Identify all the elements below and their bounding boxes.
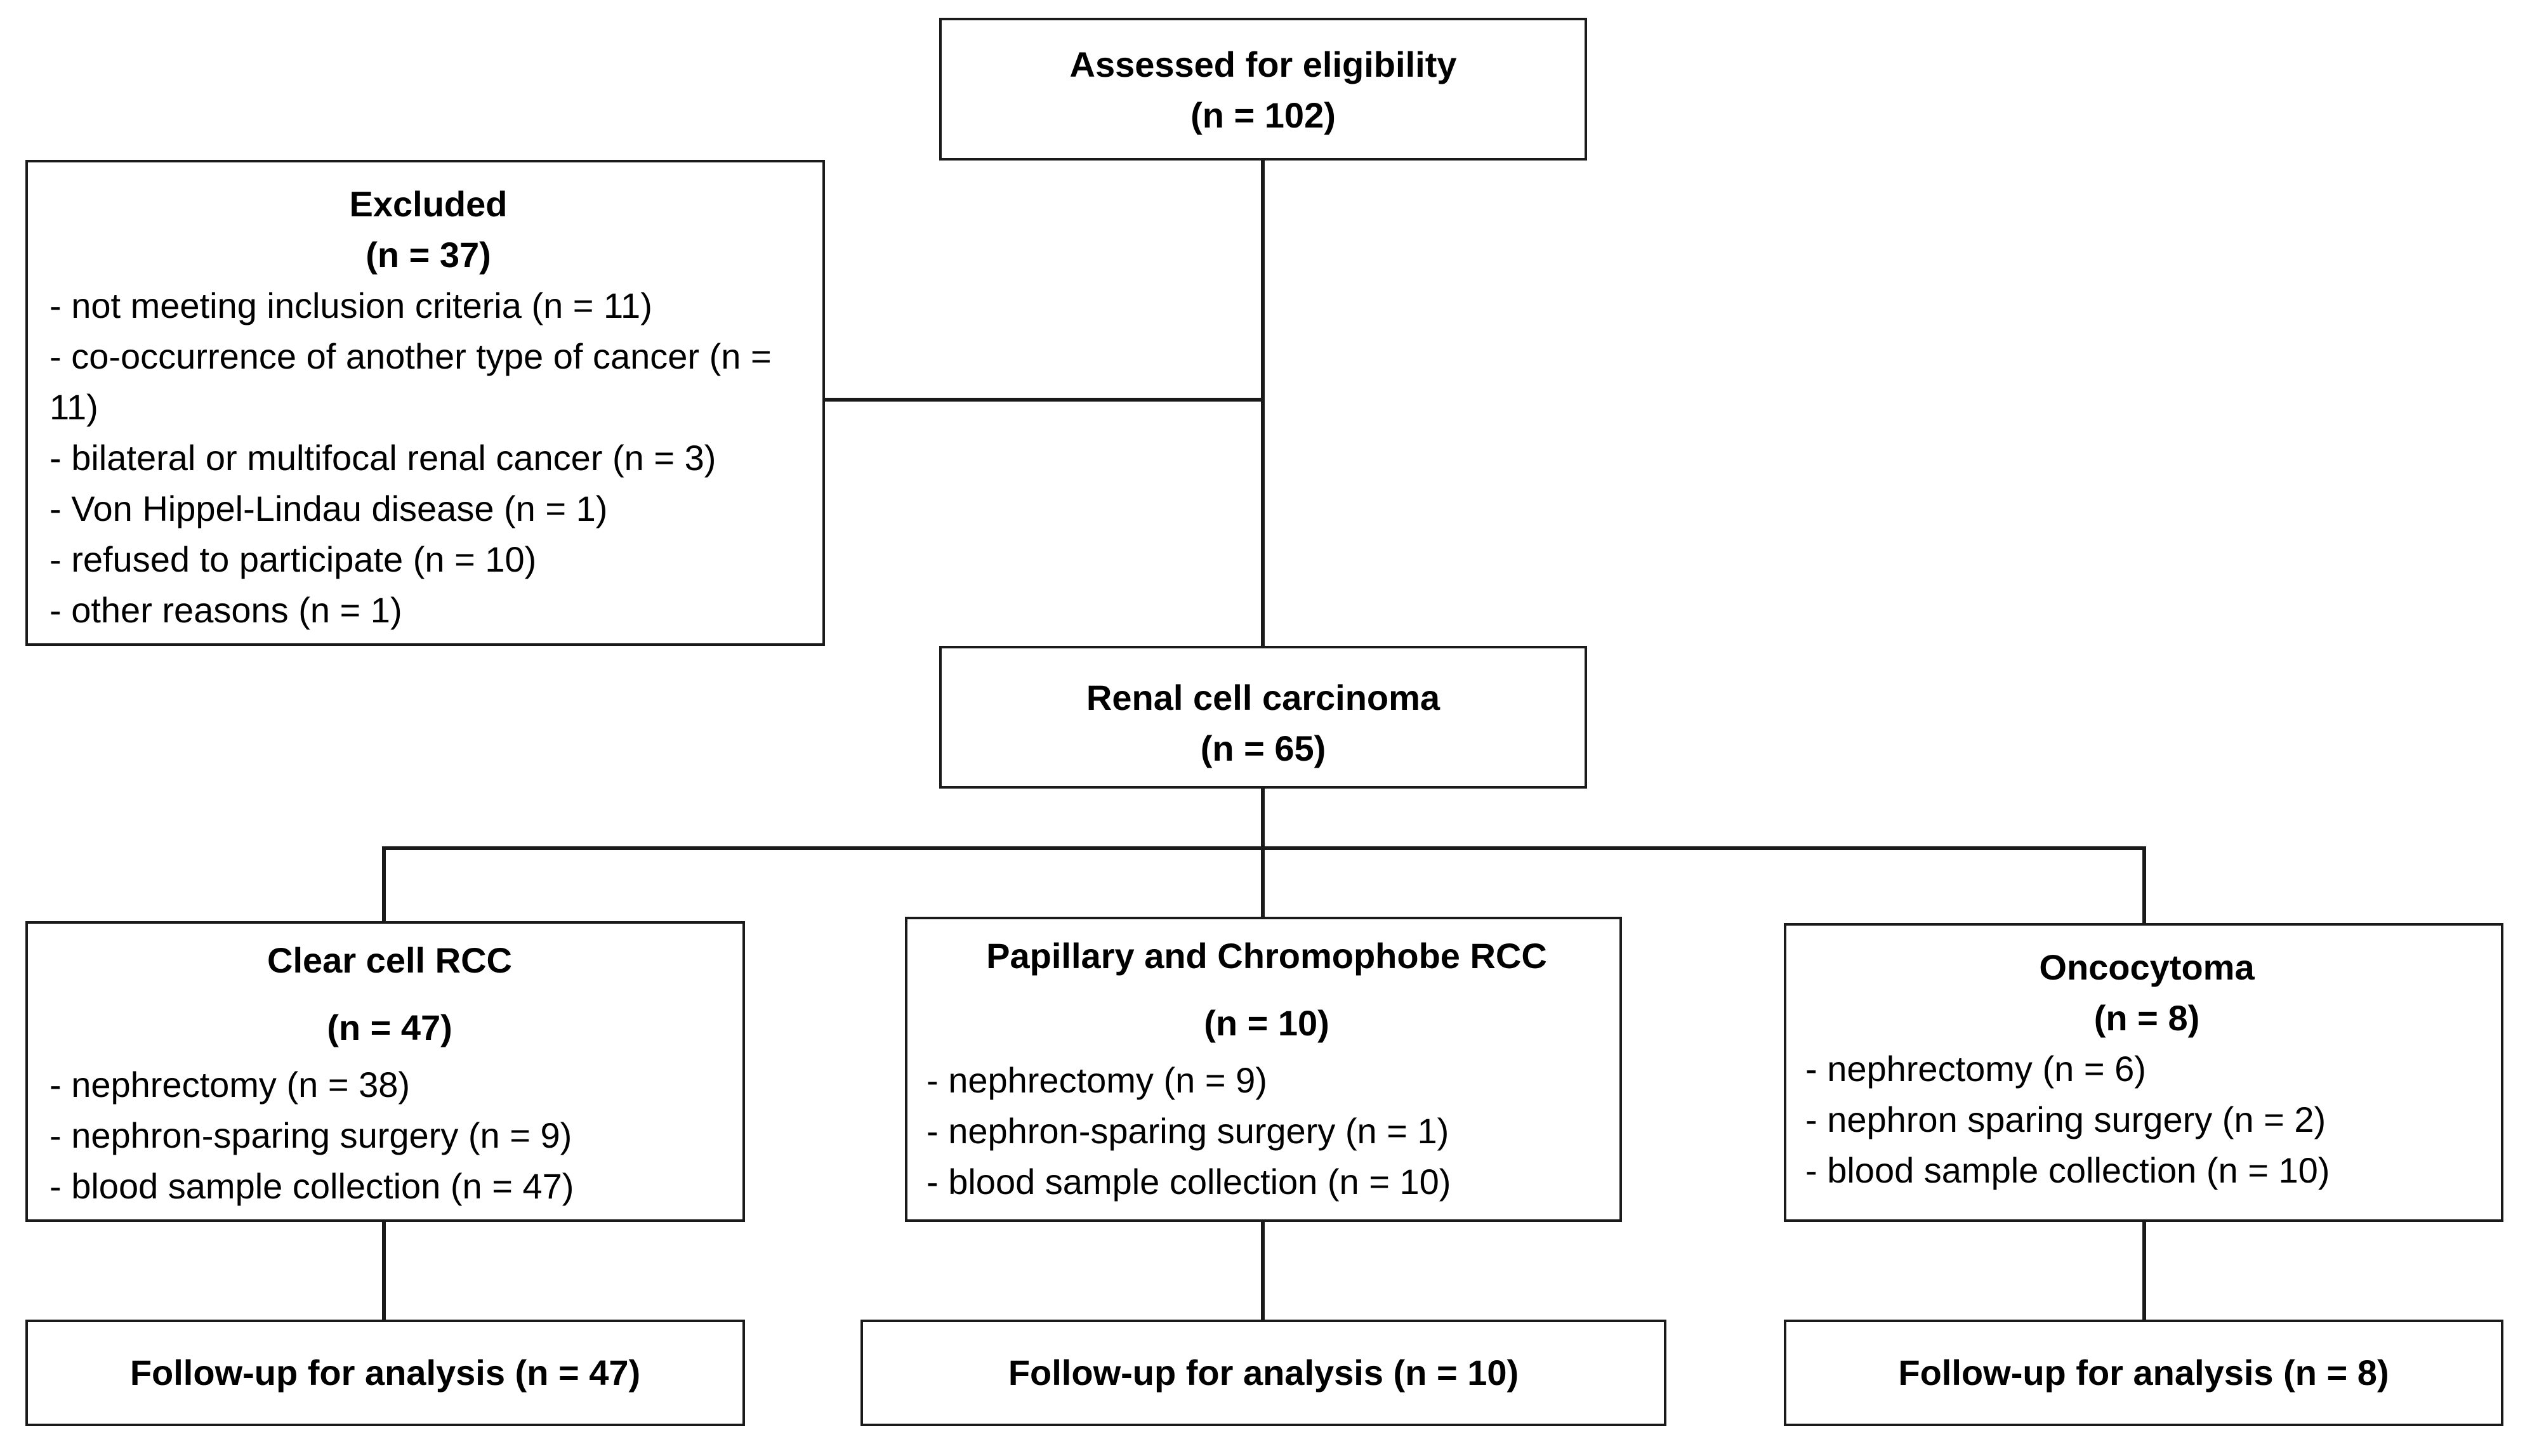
oncocytoma-box: Oncocytoma (n = 8) - nephrectomy (n = 6)… <box>1784 923 2503 1222</box>
rcc-box: Renal cell carcinoma (n = 65) <box>939 646 1587 789</box>
assessed-box: Assessed for eligibility (n = 102) <box>939 18 1587 161</box>
connector-oncocytoma-to-followup <box>2142 1220 2146 1322</box>
excluded-title: Excluded <box>349 184 508 224</box>
papillary-followup-label: Follow-up for analysis (n = 10) <box>1008 1353 1519 1393</box>
clear-cell-followup-box: Follow-up for analysis (n = 47) <box>25 1320 745 1426</box>
clear-cell-count: (n = 47) <box>327 1007 452 1047</box>
connector-to-excluded <box>823 398 1265 402</box>
rcc-count: (n = 65) <box>1200 728 1326 768</box>
papillary-followup-box: Follow-up for analysis (n = 10) <box>860 1320 1666 1426</box>
assessed-count: (n = 102) <box>1190 95 1336 135</box>
connector-to-oncocytoma <box>2142 846 2146 925</box>
excluded-reason: - bilateral or multifocal renal cancer (… <box>49 438 716 478</box>
excluded-reason: - Von Hippel-Lindau disease (n = 1) <box>49 489 608 528</box>
excluded-reason: - not meeting inclusion criteria (n = 11… <box>49 285 652 325</box>
oncocytoma-count: (n = 8) <box>2093 998 2200 1038</box>
connector-clear-cell-to-followup <box>382 1220 386 1322</box>
papillary-title: Papillary and Chromophobe RCC <box>986 936 1547 976</box>
oncocytoma-item: - blood sample collection (n = 10) <box>1805 1150 2330 1190</box>
papillary-item: - blood sample collection (n = 10) <box>926 1162 1451 1202</box>
connector-to-clear-cell <box>382 846 386 922</box>
oncocytoma-title: Oncocytoma <box>2039 947 2255 987</box>
papillary-list: - nephrectomy (n = 9) - nephron-sparing … <box>926 1055 1607 1207</box>
oncocytoma-list: - nephrectomy (n = 6) - nephron sparing … <box>1805 1044 2488 1196</box>
excluded-reason: - co-occurrence of another type of cance… <box>49 336 772 427</box>
papillary-item: - nephron-sparing surgery (n = 1) <box>926 1111 1449 1151</box>
excluded-reason: - refused to participate (n = 10) <box>49 539 537 579</box>
oncocytoma-item: - nephron sparing surgery (n = 2) <box>1805 1099 2326 1139</box>
papillary-box: Papillary and Chromophobe RCC (n = 10) -… <box>905 917 1622 1222</box>
clear-cell-item: - nephron-sparing surgery (n = 9) <box>49 1115 572 1155</box>
excluded-count: (n = 37) <box>366 235 491 275</box>
assessed-title: Assessed for eligibility <box>1069 44 1457 84</box>
clear-cell-item: - nephrectomy (n = 38) <box>49 1065 411 1105</box>
clear-cell-followup-label: Follow-up for analysis (n = 47) <box>129 1353 641 1393</box>
oncocytoma-followup-box: Follow-up for analysis (n = 8) <box>1784 1320 2503 1426</box>
clear-cell-list: - nephrectomy (n = 38) - nephron-sparing… <box>49 1059 730 1212</box>
rcc-title: Renal cell carcinoma <box>1086 678 1441 718</box>
connector-papillary-to-followup <box>1261 1220 1265 1322</box>
connector-rcc-to-split <box>1261 787 1265 850</box>
connector-assessed-to-rcc <box>1261 159 1265 647</box>
clear-cell-title: Clear cell RCC <box>267 940 512 980</box>
papillary-count: (n = 10) <box>1204 1003 1329 1043</box>
oncocytoma-item: - nephrectomy (n = 6) <box>1805 1049 2146 1089</box>
connector-to-papillary <box>1261 846 1265 919</box>
excluded-box: Excluded (n = 37) - not meeting inclusio… <box>25 160 825 646</box>
oncocytoma-followup-label: Follow-up for analysis (n = 8) <box>1898 1353 2389 1393</box>
clear-cell-box: Clear cell RCC (n = 47) - nephrectomy (n… <box>25 921 745 1222</box>
excluded-reason: - other reasons (n = 1) <box>49 590 402 630</box>
excluded-reasons-list: - not meeting inclusion criteria (n = 11… <box>49 280 807 636</box>
papillary-item: - nephrectomy (n = 9) <box>926 1060 1267 1100</box>
clear-cell-item: - blood sample collection (n = 47) <box>49 1166 574 1206</box>
